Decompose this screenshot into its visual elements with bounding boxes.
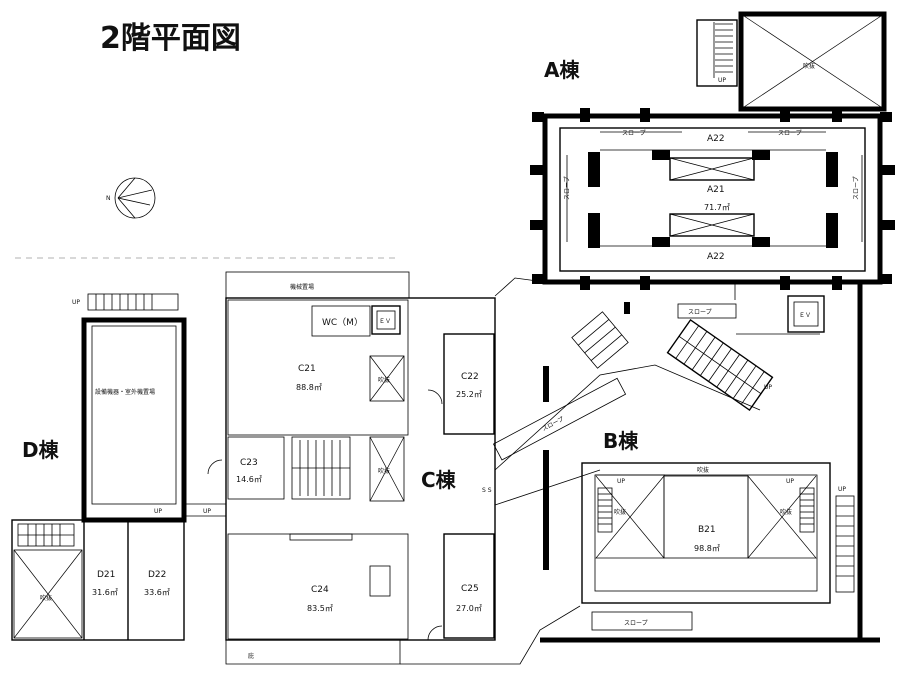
a-core-top	[669, 157, 755, 181]
c-bottom-mark: 庇	[248, 652, 254, 660]
machine-area	[225, 271, 410, 299]
b-inner-up-left: UP	[617, 478, 625, 485]
room-c21-box	[227, 299, 409, 436]
room-c24: C24	[311, 585, 329, 595]
building-c: C棟 機械置場 C21 88.8㎡ WC（M） ＥＶ 吹抜 C22 25.2㎡ …	[207, 271, 496, 665]
building-c-label: C棟	[421, 468, 457, 492]
d-top-up-label: UP	[72, 299, 80, 306]
room-d22-area: 33.6㎡	[144, 588, 170, 597]
b-main-stair	[666, 318, 774, 412]
connector-area: スロープ ＥＶ UP スロープ	[492, 277, 863, 640]
d-lower-stair	[17, 523, 75, 547]
building-a-label: A棟	[544, 58, 580, 82]
room-a21-area: 71.7㎡	[704, 203, 730, 212]
a-stair-up-label: UP	[718, 77, 726, 84]
b-outer-wall	[581, 462, 831, 604]
room-a22-top: A22	[707, 134, 725, 144]
b-right-stair	[835, 495, 855, 593]
b-bottom-slope-label: スロープ	[624, 620, 648, 627]
building-b: B棟 吹抜 吹抜 吹抜 B21 98.8㎡ UP UP スロープ	[400, 429, 880, 665]
room-c23: C23	[240, 458, 258, 468]
room-b21: B21	[698, 525, 716, 535]
building-d-label: D棟	[22, 438, 60, 462]
c-outer-wall	[225, 297, 496, 641]
d-upper-wall	[81, 317, 187, 523]
a-slope-right-label: スロープ	[778, 130, 802, 137]
c21-void	[369, 355, 405, 402]
building-b-label: B棟	[603, 429, 639, 453]
north-compass-icon: N	[106, 177, 156, 219]
b-main-stair-up-label: UP	[764, 384, 772, 391]
a-slope-left-label: スロープ	[622, 130, 646, 137]
a-inner-wall	[559, 127, 866, 272]
c21-void-label: 吹抜	[378, 376, 390, 384]
a-void-label: 吹抜	[803, 62, 815, 70]
a-slope-vert-right-label: スロープ	[853, 176, 860, 200]
room-c24-area: 83.5㎡	[307, 604, 333, 613]
room-a22-bottom: A22	[707, 252, 725, 262]
d-void	[13, 549, 83, 639]
b-inner-stairs	[597, 487, 815, 533]
room-c23-box	[227, 436, 285, 500]
setsubi-label: 設備機器・室外機置場	[95, 388, 155, 396]
a-stair-treads	[713, 22, 733, 78]
b-void-left-label: 吹抜	[614, 508, 626, 516]
d-mid-up-label: UP	[154, 508, 162, 515]
connector-stair	[571, 311, 629, 369]
b-void-right-label: 吹抜	[780, 508, 792, 516]
a-outer-wall	[542, 113, 883, 285]
setsubi-box	[91, 325, 177, 505]
room-d21: D21	[97, 570, 115, 580]
b-right-stair-up-label: UP	[838, 486, 846, 493]
a-core-bottom	[669, 213, 755, 237]
b-elevator-label: ＥＶ	[799, 312, 811, 319]
b-elevator	[787, 295, 825, 333]
room-c25-box	[443, 533, 495, 639]
room-d22: D22	[148, 570, 166, 580]
c-elevator-label: ＥＶ	[379, 318, 391, 325]
d-void-label: 吹抜	[40, 594, 52, 602]
a-slope-vert-left-label: スロープ	[564, 176, 571, 200]
building-a: A棟 UP 吹抜	[530, 11, 895, 290]
c-void-label: 吹抜	[378, 467, 390, 475]
room-b21-box	[663, 475, 749, 559]
room-b21-area: 98.8㎡	[694, 544, 720, 553]
room-d21-area: 31.6㎡	[92, 588, 118, 597]
room-c22-area: 25.2㎡	[456, 390, 482, 399]
a-void-box	[738, 11, 887, 112]
room-c21: C21	[298, 364, 316, 374]
room-a21: A21	[707, 185, 725, 195]
room-c22: C22	[461, 372, 479, 382]
room-c25-area: 27.0㎡	[456, 604, 482, 613]
a-wall-columns	[530, 108, 895, 290]
room-c22-box	[443, 333, 495, 435]
b-void-top-label: 吹抜	[697, 466, 709, 474]
connector-slope-label: スロープ	[688, 309, 712, 316]
bc-diagonal-slope-label: スロープ	[541, 416, 565, 433]
d-top-stair	[87, 293, 179, 311]
d-mid-up-label-2: UP	[203, 508, 211, 515]
machine-area-label: 機械置場	[290, 283, 314, 291]
d-lower-wall	[11, 519, 185, 641]
building-d: D棟 UP 設備機器・室外機置場 UP UP 吹抜 D	[11, 293, 226, 641]
wc-label: WC（M）	[322, 317, 363, 328]
north-label: N	[106, 195, 111, 202]
c-ss-label: S S	[482, 487, 492, 494]
c-central-stair	[291, 436, 351, 500]
room-c23-area: 14.6㎡	[236, 475, 262, 484]
a-stair-tower	[696, 19, 738, 87]
b-inner-up-right: UP	[786, 478, 794, 485]
room-c21-area: 88.8㎡	[296, 383, 322, 392]
plan-title: 2階平面図	[100, 21, 241, 56]
room-c25: C25	[461, 584, 479, 594]
wc-box	[311, 305, 371, 337]
c-void	[369, 436, 405, 502]
c-elevator	[371, 305, 401, 335]
